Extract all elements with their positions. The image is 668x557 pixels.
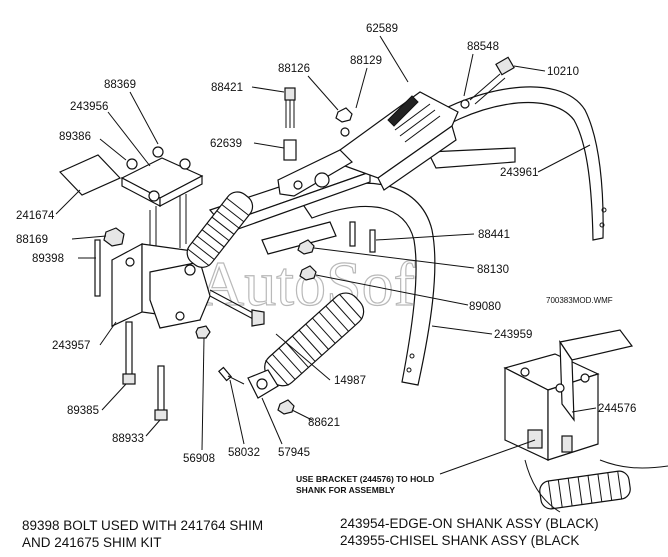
footnote-left-line1: 89398 BOLT USED WITH 241764 SHIM [22, 518, 264, 533]
bolt-89398 [94, 239, 101, 297]
label-243956: 243956 [70, 101, 108, 113]
bracket-note-line1: USE BRACKET (244576) TO HOLD [296, 474, 434, 484]
pin-58032 [217, 366, 245, 385]
label-57945: 57945 [278, 447, 310, 459]
label-89386: 89386 [59, 131, 91, 143]
nut-88621 [277, 399, 295, 415]
label-88126: 88126 [278, 63, 310, 75]
bracket-note-line2: SHANK FOR ASSEMBLY [296, 485, 395, 495]
label-88130: 88130 [477, 264, 509, 276]
label-243959: 243959 [494, 329, 532, 341]
label-243961: 243961 [500, 167, 538, 179]
plate-243956 [120, 146, 204, 207]
footnote-right-line2: 243955-CHISEL SHANK ASSY (BLACK [340, 533, 580, 548]
label-241674: 241674 [16, 210, 55, 222]
clamp-62639 [277, 149, 353, 197]
nut-88130 [297, 239, 315, 255]
footnote-right-line1: 243954-EDGE-ON SHANK ASSY (BLACK) [340, 516, 599, 531]
leader-lines [55, 35, 597, 475]
nut-89080 [299, 265, 317, 281]
label-88421: 88421 [211, 82, 243, 94]
file-name: 700383MOD.WMF [546, 296, 613, 305]
label-88441: 88441 [478, 229, 510, 241]
footnote-left-line2: AND 241675 SHIM KIT [22, 535, 162, 550]
inset-bracket-244576 [503, 329, 668, 513]
footnote-left: 89398 BOLT USED WITH 241764 SHIM AND 241… [22, 517, 263, 551]
shank-243961 [404, 86, 607, 241]
label-62639: 62639 [210, 138, 242, 150]
spring-upper [186, 191, 254, 268]
label-88369: 88369 [104, 79, 136, 91]
nut-88169 [103, 227, 125, 247]
spring-rod-14987 [209, 289, 265, 327]
label-88933: 88933 [112, 433, 144, 445]
footnote-right: 243954-EDGE-ON SHANK ASSY (BLACK) 243955… [340, 515, 599, 549]
label-89385: 89385 [67, 405, 99, 417]
bolt-88441 [349, 221, 376, 253]
bracket-243957 [111, 243, 211, 329]
spacer-62639 [283, 139, 297, 161]
label-89080: 89080 [469, 301, 501, 313]
shim-241674 [58, 154, 122, 196]
label-14987: 14987 [334, 375, 366, 387]
label-56908: 56908 [183, 453, 215, 465]
clevis-57945 [247, 369, 279, 399]
label-88169: 88169 [16, 234, 48, 246]
label-89398: 89398 [32, 253, 64, 265]
label-62589: 62589 [366, 23, 398, 35]
watermark: AutoSoft [198, 248, 433, 319]
spring-14987 [264, 292, 365, 387]
nut-56908 [195, 325, 211, 339]
bolt-88421 [284, 87, 296, 128]
label-58032: 58032 [228, 447, 260, 459]
bolt-88933 [154, 365, 168, 421]
shank-243959 [261, 182, 436, 386]
label-244576: 244576 [598, 403, 636, 415]
label-88129: 88129 [350, 55, 382, 67]
bolt-10210 [469, 56, 515, 105]
label-243957: 243957 [52, 340, 90, 352]
washer-88548 [460, 99, 470, 109]
label-88548: 88548 [467, 41, 499, 53]
label-10210: 10210 [547, 66, 579, 78]
nut-88129 [335, 107, 353, 137]
label-88621: 88621 [308, 417, 340, 429]
bolt-89385 [122, 321, 136, 385]
